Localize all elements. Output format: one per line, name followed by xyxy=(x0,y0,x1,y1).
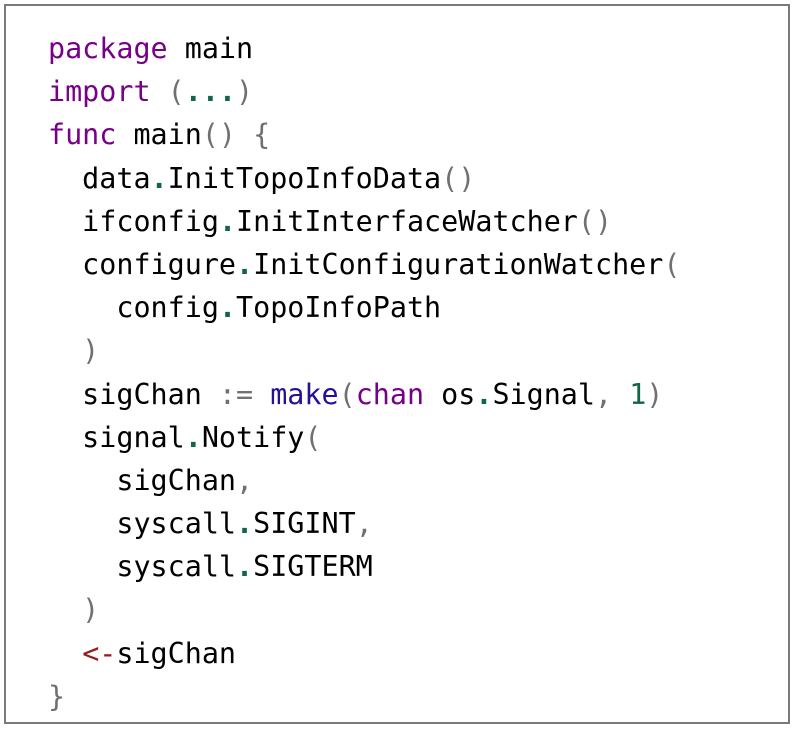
code-line: config.TopoInfoPath xyxy=(48,286,680,329)
code-token-dot: . xyxy=(218,204,237,238)
code-token-dot: . xyxy=(184,420,202,454)
code-token-punctuation: ( xyxy=(663,247,681,281)
code-token-punctuation: ( xyxy=(304,420,322,454)
code-token-punctuation: () xyxy=(441,161,476,195)
code-line: syscall.SIGTERM xyxy=(48,545,680,588)
code-token-dot: . xyxy=(236,507,254,541)
code-token-punctuation: ( xyxy=(150,75,185,109)
code-line: } xyxy=(48,675,680,718)
code-token-identifier: data xyxy=(48,161,151,195)
code-token-identifier: config xyxy=(48,291,219,325)
code-token-punctuation: , xyxy=(355,507,373,541)
code-token-identifier: Notify xyxy=(201,420,305,454)
code-token-punctuation: } xyxy=(48,679,66,713)
code-token-identifier: InitInterfaceWatcher xyxy=(236,204,578,238)
code-token-punctuation: ) xyxy=(646,377,664,411)
code-token-identifier: SIGTERM xyxy=(253,550,373,584)
code-token-identifier: TopoInfoPath xyxy=(236,291,442,325)
code-token-identifier: main xyxy=(116,118,202,152)
code-token-identifier: InitTopoInfoData xyxy=(167,161,442,195)
code-line: data.InitTopoInfoData() xyxy=(48,157,680,200)
code-token-keyword: func xyxy=(48,118,117,152)
code-token-operator: <- xyxy=(82,636,117,670)
code-token-punctuation: ) xyxy=(48,593,100,627)
code-token-keyword: package xyxy=(48,32,168,65)
code-line: ) xyxy=(48,588,680,631)
code-token-identifier: InitConfigurationWatcher xyxy=(253,247,664,281)
code-token-punctuation: ) xyxy=(48,334,100,368)
code-token-identifier: SIGINT xyxy=(253,507,356,541)
code-token-identifier: ifconfig xyxy=(48,204,219,238)
code-token-punctuation: , xyxy=(236,463,254,497)
code-line: syscall.SIGINT, xyxy=(48,502,680,545)
code-token-identifier: main xyxy=(167,32,254,65)
code-token-keyword: chan xyxy=(355,377,425,411)
code-token-identifier: os xyxy=(424,377,476,411)
code-token-identifier: signal xyxy=(48,420,185,454)
code-token-punctuation: () { xyxy=(201,118,271,152)
code-token-dot: ... xyxy=(184,75,237,109)
code-token-dot: . xyxy=(236,247,254,281)
code-token-dot: . xyxy=(150,161,168,195)
code-token-identifier xyxy=(253,378,270,411)
code-token-builtin: make xyxy=(270,377,339,411)
code-token-identifier: sigChan xyxy=(48,377,202,411)
code-token-identifier: syscall xyxy=(48,507,237,541)
code-line: sigChan, xyxy=(48,459,680,502)
code-token-punctuation: := xyxy=(201,377,254,411)
code-token-punctuation: () xyxy=(577,204,613,238)
code-token-punctuation: ) xyxy=(236,75,254,109)
code-token-dot: . xyxy=(236,550,254,584)
code-line: func main() { xyxy=(48,113,680,156)
code-line: import (...) xyxy=(48,70,680,113)
code-token-dot: . xyxy=(218,291,237,325)
code-line: ) xyxy=(48,329,680,372)
code-token-identifier: sigChan xyxy=(48,463,237,497)
code-token-identifier: syscall xyxy=(48,550,237,584)
code-token-punctuation: ( xyxy=(338,377,356,411)
code-token-identifier: configure xyxy=(48,247,237,281)
code-line: <-sigChan xyxy=(48,632,680,675)
code-token-identifier: Signal xyxy=(492,377,595,411)
code-line: sigChan := make(chan os.Signal, 1) xyxy=(48,373,680,416)
code-token-punctuation: , xyxy=(595,377,630,411)
code-line: ifconfig.InitInterfaceWatcher() xyxy=(48,200,680,243)
code-token-identifier xyxy=(48,637,82,670)
code-token-identifier: sigChan xyxy=(116,636,237,670)
code-token-keyword: import xyxy=(48,75,151,109)
code-token-number: 1 xyxy=(629,377,647,411)
code-line: configure.InitConfigurationWatcher( xyxy=(48,243,680,286)
code-line: signal.Notify( xyxy=(48,416,680,459)
code-token-dot: . xyxy=(475,377,493,411)
code-line: package main xyxy=(48,27,680,70)
